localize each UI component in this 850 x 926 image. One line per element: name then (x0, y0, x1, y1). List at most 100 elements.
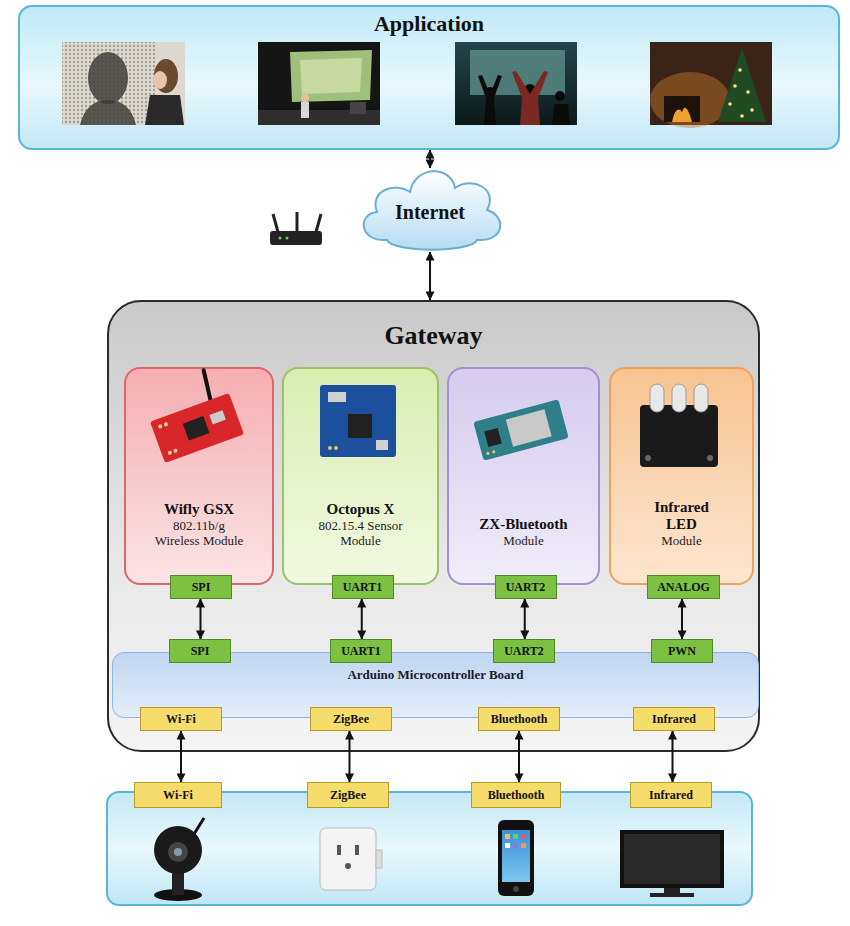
photo-pixel-mirror-part (62, 42, 157, 125)
bluetooth-board-part (484, 428, 502, 447)
photo-pixel-mirror-part (153, 71, 167, 89)
router-icon-part (316, 214, 321, 232)
television-part (624, 834, 720, 884)
wifly-board (140, 365, 244, 463)
connector-arrow (429, 150, 431, 168)
module-box: Wifly GSX802.11b/g Wireless ModuleSPI (124, 367, 274, 585)
connector-arrow (349, 731, 351, 782)
interface-name: SPI (191, 644, 210, 659)
smartphone-part (505, 843, 510, 848)
band-title: Application (20, 7, 838, 36)
bluetooth-board-part (506, 409, 552, 446)
cloud-label: Internet (395, 201, 465, 224)
interface-label: PWN (651, 639, 713, 663)
router-icon-part (286, 237, 289, 240)
router-icon (270, 212, 322, 245)
gateway-title: Gateway (109, 302, 758, 351)
smartphone-part (502, 830, 530, 882)
bluetooth-board (473, 399, 568, 460)
protocol-name: Bluethooth (491, 712, 548, 727)
photo-christmas-room-part (733, 84, 737, 88)
infrared-board-part (645, 455, 651, 461)
protocol-name: ZigBee (333, 712, 369, 727)
photo-interactive-wall-part (552, 104, 570, 125)
infrared-board-part (694, 384, 708, 412)
interface-name: ANALOG (657, 580, 710, 595)
photo-pixel-mirror-part (88, 52, 128, 104)
smartphone-part (505, 834, 510, 839)
photo-stage-projection (258, 42, 380, 125)
octopus-board-part (334, 446, 338, 450)
wifly-board-part (163, 422, 168, 427)
gateway-box: GatewayWifly GSX802.11b/g Wireless Modul… (107, 300, 760, 752)
photo-stage-projection-part (290, 50, 372, 102)
ip-camera-part (168, 842, 188, 862)
module-description: 802.11b/g Wireless Module (151, 519, 247, 549)
photo-christmas-room-part (746, 90, 750, 94)
photo-interactive-wall-part (455, 42, 577, 125)
photo-christmas-room-part (728, 102, 732, 106)
module-name: ZX-Bluetooth (479, 516, 567, 533)
protocol-label: ZigBee (310, 707, 392, 731)
ip-camera-part (194, 818, 204, 834)
interface-name: PWN (668, 644, 696, 659)
interface-label: SPI (170, 575, 232, 599)
smart-outlet-part (345, 863, 351, 869)
router-icon-part (296, 212, 299, 232)
octopus-board-part (348, 414, 372, 438)
board-band: Arduino Microcontroller BoardSPIUART1UAR… (112, 652, 759, 718)
wifly-board-part (167, 450, 172, 455)
interface-label: UART1 (330, 639, 392, 663)
wifly-board-part (200, 370, 215, 401)
photo-stage-projection-part (301, 93, 309, 103)
infrared-board (640, 384, 718, 467)
router-icon-part (273, 214, 278, 232)
module-description: 802.15.4 Sensor Module (313, 519, 409, 549)
photo-interactive-wall-part (555, 91, 565, 101)
protocol-label: Infrared (633, 707, 715, 731)
photo-stage-projection-part (301, 102, 309, 118)
cloud-outline (364, 171, 501, 250)
interface-name: UART2 (504, 644, 544, 659)
photo-christmas-room-part (738, 68, 742, 72)
photo-christmas-room-part (664, 96, 700, 122)
module-name: Octopus X (327, 501, 395, 518)
photo-pixel-mirror-part (80, 100, 136, 125)
wifly-board-part (173, 448, 178, 453)
protocol-label: Infrared (630, 782, 712, 808)
protocol-name: Infrared (649, 788, 693, 803)
interface-label: SPI (169, 639, 231, 663)
smart-outlet (320, 828, 382, 890)
photo-pixel-mirror-part (154, 59, 178, 93)
smart-outlet-part (355, 845, 359, 855)
photo-christmas-room (650, 42, 772, 128)
connector-arrow (200, 599, 202, 639)
smartphone-part (513, 843, 518, 848)
interface-label: UART2 (495, 575, 557, 599)
wifly-board-part (183, 416, 210, 440)
television-part (620, 830, 724, 888)
smartphone-part (513, 886, 519, 892)
photo-interactive-wall (455, 42, 577, 125)
smartphone (498, 820, 534, 896)
photo-christmas-room-part (672, 108, 692, 122)
module-description: Module (503, 534, 543, 549)
connector-arrow (518, 731, 520, 782)
photo-stage-projection-part (258, 42, 380, 125)
protocol-label: Bluethooth (478, 707, 560, 731)
protocol-name: Wi-Fi (163, 788, 193, 803)
ip-camera-part (154, 826, 202, 874)
bluetooth-board-part (473, 399, 568, 460)
board-name: Arduino Microcontroller Board (347, 667, 523, 683)
router-icon-part (270, 231, 322, 245)
wifly-board-part (209, 410, 226, 424)
infrared-board-part (640, 405, 718, 467)
device-band (107, 792, 752, 905)
bluetooth-board-part (492, 450, 496, 454)
photo-pixel-mirror-part (62, 42, 185, 125)
connector-arrow (361, 599, 363, 639)
smartphone-part (513, 834, 518, 839)
infrared-board-part (707, 455, 713, 461)
photo-stage-projection-part (350, 102, 366, 114)
